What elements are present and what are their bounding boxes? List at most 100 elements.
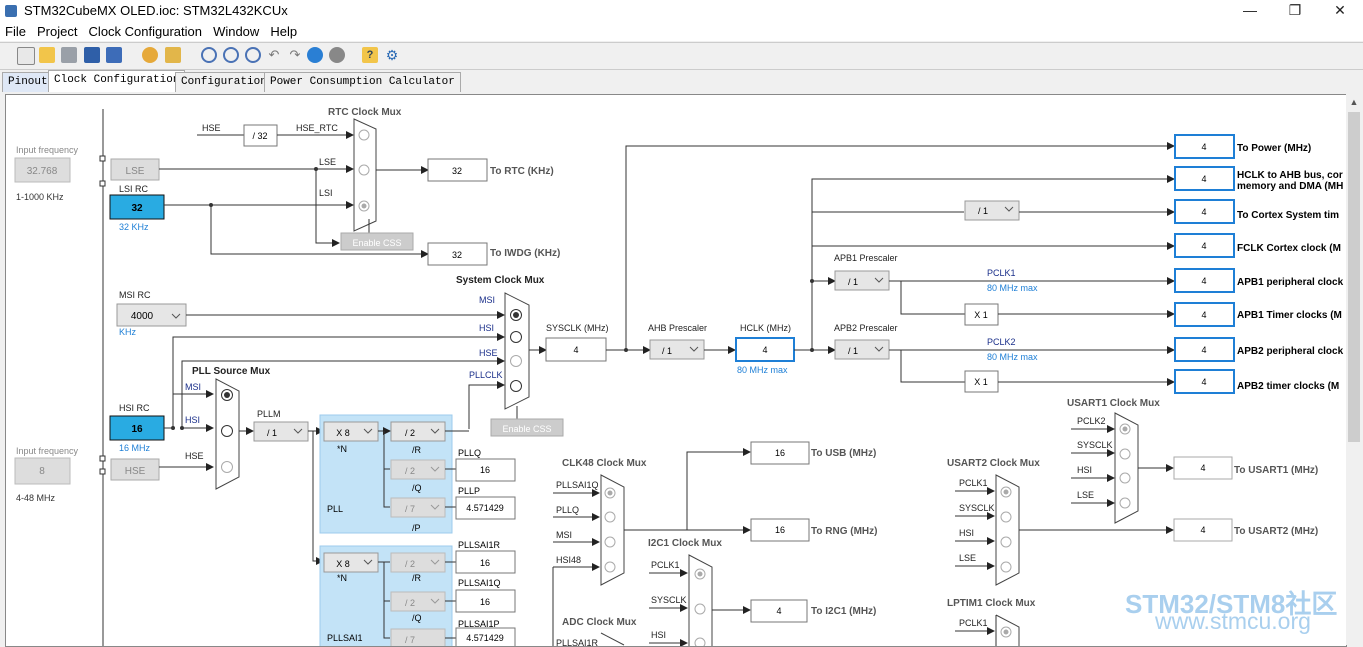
minimize-button[interactable]: — (1243, 2, 1257, 18)
pll-source-mux-title: PLL Source Mux (192, 366, 271, 377)
pclk2-label: PCLK2 (987, 337, 1016, 347)
i2c1-output-value: 4 (776, 606, 781, 616)
save-all-icon[interactable] (106, 47, 122, 63)
usart2-clock-mux (995, 474, 1020, 586)
usart2-option-hsi[interactable] (1000, 536, 1012, 548)
zoom-fit-icon[interactable] (245, 47, 261, 63)
vertical-scrollbar[interactable]: ▲ (1346, 94, 1362, 645)
sysmux-enable-css-button[interactable] (490, 418, 564, 437)
report-icon[interactable] (165, 47, 181, 63)
zoom-out-icon[interactable] (223, 47, 239, 63)
usart2-option-lse[interactable] (1000, 561, 1012, 573)
generate-code-icon[interactable] (142, 47, 158, 63)
lse-range-label: 1-1000 KHz (16, 192, 64, 202)
pllsai1p-output-box (455, 627, 516, 646)
pllsai1q-output-label: PLLSAI1Q (458, 578, 501, 588)
apb2-timer-multiplier-value: X 1 (974, 377, 988, 387)
pllsai1p-select[interactable] (390, 628, 446, 646)
pllsai1p-output-label: PLLSAI1P (458, 619, 500, 629)
usb-output-box (750, 441, 810, 465)
menu-window[interactable]: Window (213, 24, 260, 39)
hse-block (110, 458, 160, 481)
menu-clock-configuration[interactable]: Clock Configuration (88, 24, 202, 39)
output-fclk-cortex: 4 FCLK Cortex clock (M (1174, 233, 1341, 258)
title-bar: STM32CubeMX OLED.ioc: STM32L432KCUx — ❐ … (0, 0, 1363, 22)
i2c1-output-label: To I2C1 (MHz) (811, 606, 876, 617)
output-label: APB2 peripheral clock (1237, 346, 1344, 357)
maximize-button[interactable]: ❐ (1288, 2, 1302, 18)
iwdg-output-value: 32 (452, 250, 462, 260)
sysmux-option-hsi[interactable] (510, 331, 522, 343)
rtc-mux-option-lse[interactable] (358, 164, 370, 176)
tab-pinout[interactable]: Pinout (2, 72, 54, 92)
menu-project[interactable]: Project (37, 24, 78, 39)
sysclk-label: SYSCLK (MHz) (546, 323, 609, 333)
clk48-option-pllq[interactable] (604, 511, 616, 523)
recent-files-icon[interactable] (61, 47, 77, 63)
msi-unit-label: KHz (119, 327, 137, 337)
cortex-divider-select[interactable] (964, 200, 1020, 221)
toolbar: ↶ ↷ ? ⚙ (0, 42, 1363, 70)
usart1-pclk2-label: PCLK2 (1077, 416, 1106, 426)
open-folder-icon[interactable] (39, 47, 55, 63)
hse-input-value[interactable]: 8 (39, 466, 45, 477)
lse-input-value[interactable]: 32.768 (27, 166, 58, 177)
tab-bar: Pinout Clock Configuration Configuration… (0, 70, 1363, 92)
rtc-enable-css-button[interactable] (340, 232, 414, 251)
about-icon[interactable]: ⚙ (385, 47, 399, 63)
rtc-mux-option-hse[interactable] (358, 129, 370, 141)
lsi-rc-block[interactable] (109, 194, 165, 220)
pllsai1r-divider-label: /R (412, 573, 422, 583)
clk48-option-hsi48[interactable] (604, 561, 616, 573)
rtc-mux-title: RTC Clock Mux (328, 107, 402, 118)
reset-icon[interactable] (329, 47, 345, 63)
hsi-unit-label: 16 MHz (119, 443, 151, 453)
sysmux-option-pllclk[interactable] (510, 380, 522, 392)
cortex-divider-value: / 1 (978, 206, 988, 216)
save-icon[interactable] (84, 47, 100, 63)
i2c1-option-sysclk[interactable] (694, 603, 706, 615)
usart2-lse-label: LSE (959, 553, 976, 563)
output-cortex-system-timer: 4 To Cortex System tim (1174, 199, 1339, 224)
new-file-icon[interactable] (17, 47, 35, 65)
menu-help[interactable]: Help (270, 24, 298, 39)
tab-configuration[interactable]: Configuration (175, 72, 273, 92)
rtc-enable-css-label: Enable CSS (352, 238, 401, 248)
apb1-prescaler-value: / 1 (848, 277, 858, 287)
lse-input-group: Input frequency 32.768 1-1000 KHz (14, 145, 79, 202)
pllsrc-option-hse[interactable] (221, 461, 233, 473)
tab-power-consumption-calculator[interactable]: Power Consumption Calculator (264, 72, 461, 92)
output-label: APB1 peripheral clock (1237, 277, 1344, 288)
refresh-icon[interactable] (307, 47, 323, 63)
menu-file[interactable]: File (5, 24, 26, 39)
usart2-pclk1-label: PCLK1 (959, 478, 988, 488)
rng-output-label: To RNG (MHz) (811, 526, 877, 537)
tab-clock-configuration[interactable]: Clock Configuration (48, 70, 186, 92)
lse-block: LSE (110, 158, 160, 181)
usart1-output-value: 4 (1200, 463, 1205, 473)
window-title: STM32CubeMX OLED.ioc: STM32L432KCUx (24, 3, 288, 18)
hse-range-label: 4-48 MHz (16, 493, 56, 503)
pllsai1q-output-value: 16 (480, 597, 490, 607)
clk48-option-msi[interactable] (604, 536, 616, 548)
pllq-output-value: 16 (480, 465, 490, 475)
zoom-in-icon[interactable] (201, 47, 217, 63)
app-icon (5, 5, 17, 17)
usart1-hsi-label: HSI (1077, 465, 1092, 475)
sysmux-option-hse[interactable] (510, 355, 522, 367)
usart1-option-lse[interactable] (1119, 497, 1131, 509)
i2c1-option-hsi[interactable] (694, 637, 706, 646)
redo-icon[interactable]: ↷ (289, 47, 301, 62)
scrollbar-thumb[interactable] (1348, 112, 1360, 442)
usart1-option-hsi[interactable] (1119, 472, 1131, 484)
pllsrc-option-hsi[interactable] (221, 425, 233, 437)
usart1-lse-label: LSE (1077, 490, 1094, 500)
pllr-label: /R (412, 445, 422, 455)
output-value: 4 (1201, 276, 1206, 286)
usart2-option-sysclk[interactable] (1000, 511, 1012, 523)
close-button[interactable]: ✕ (1334, 2, 1346, 18)
usart1-option-sysclk[interactable] (1119, 448, 1131, 460)
undo-icon[interactable]: ↶ (268, 47, 280, 62)
scroll-up-icon[interactable]: ▲ (1349, 97, 1359, 107)
help-icon[interactable]: ? (362, 47, 378, 63)
